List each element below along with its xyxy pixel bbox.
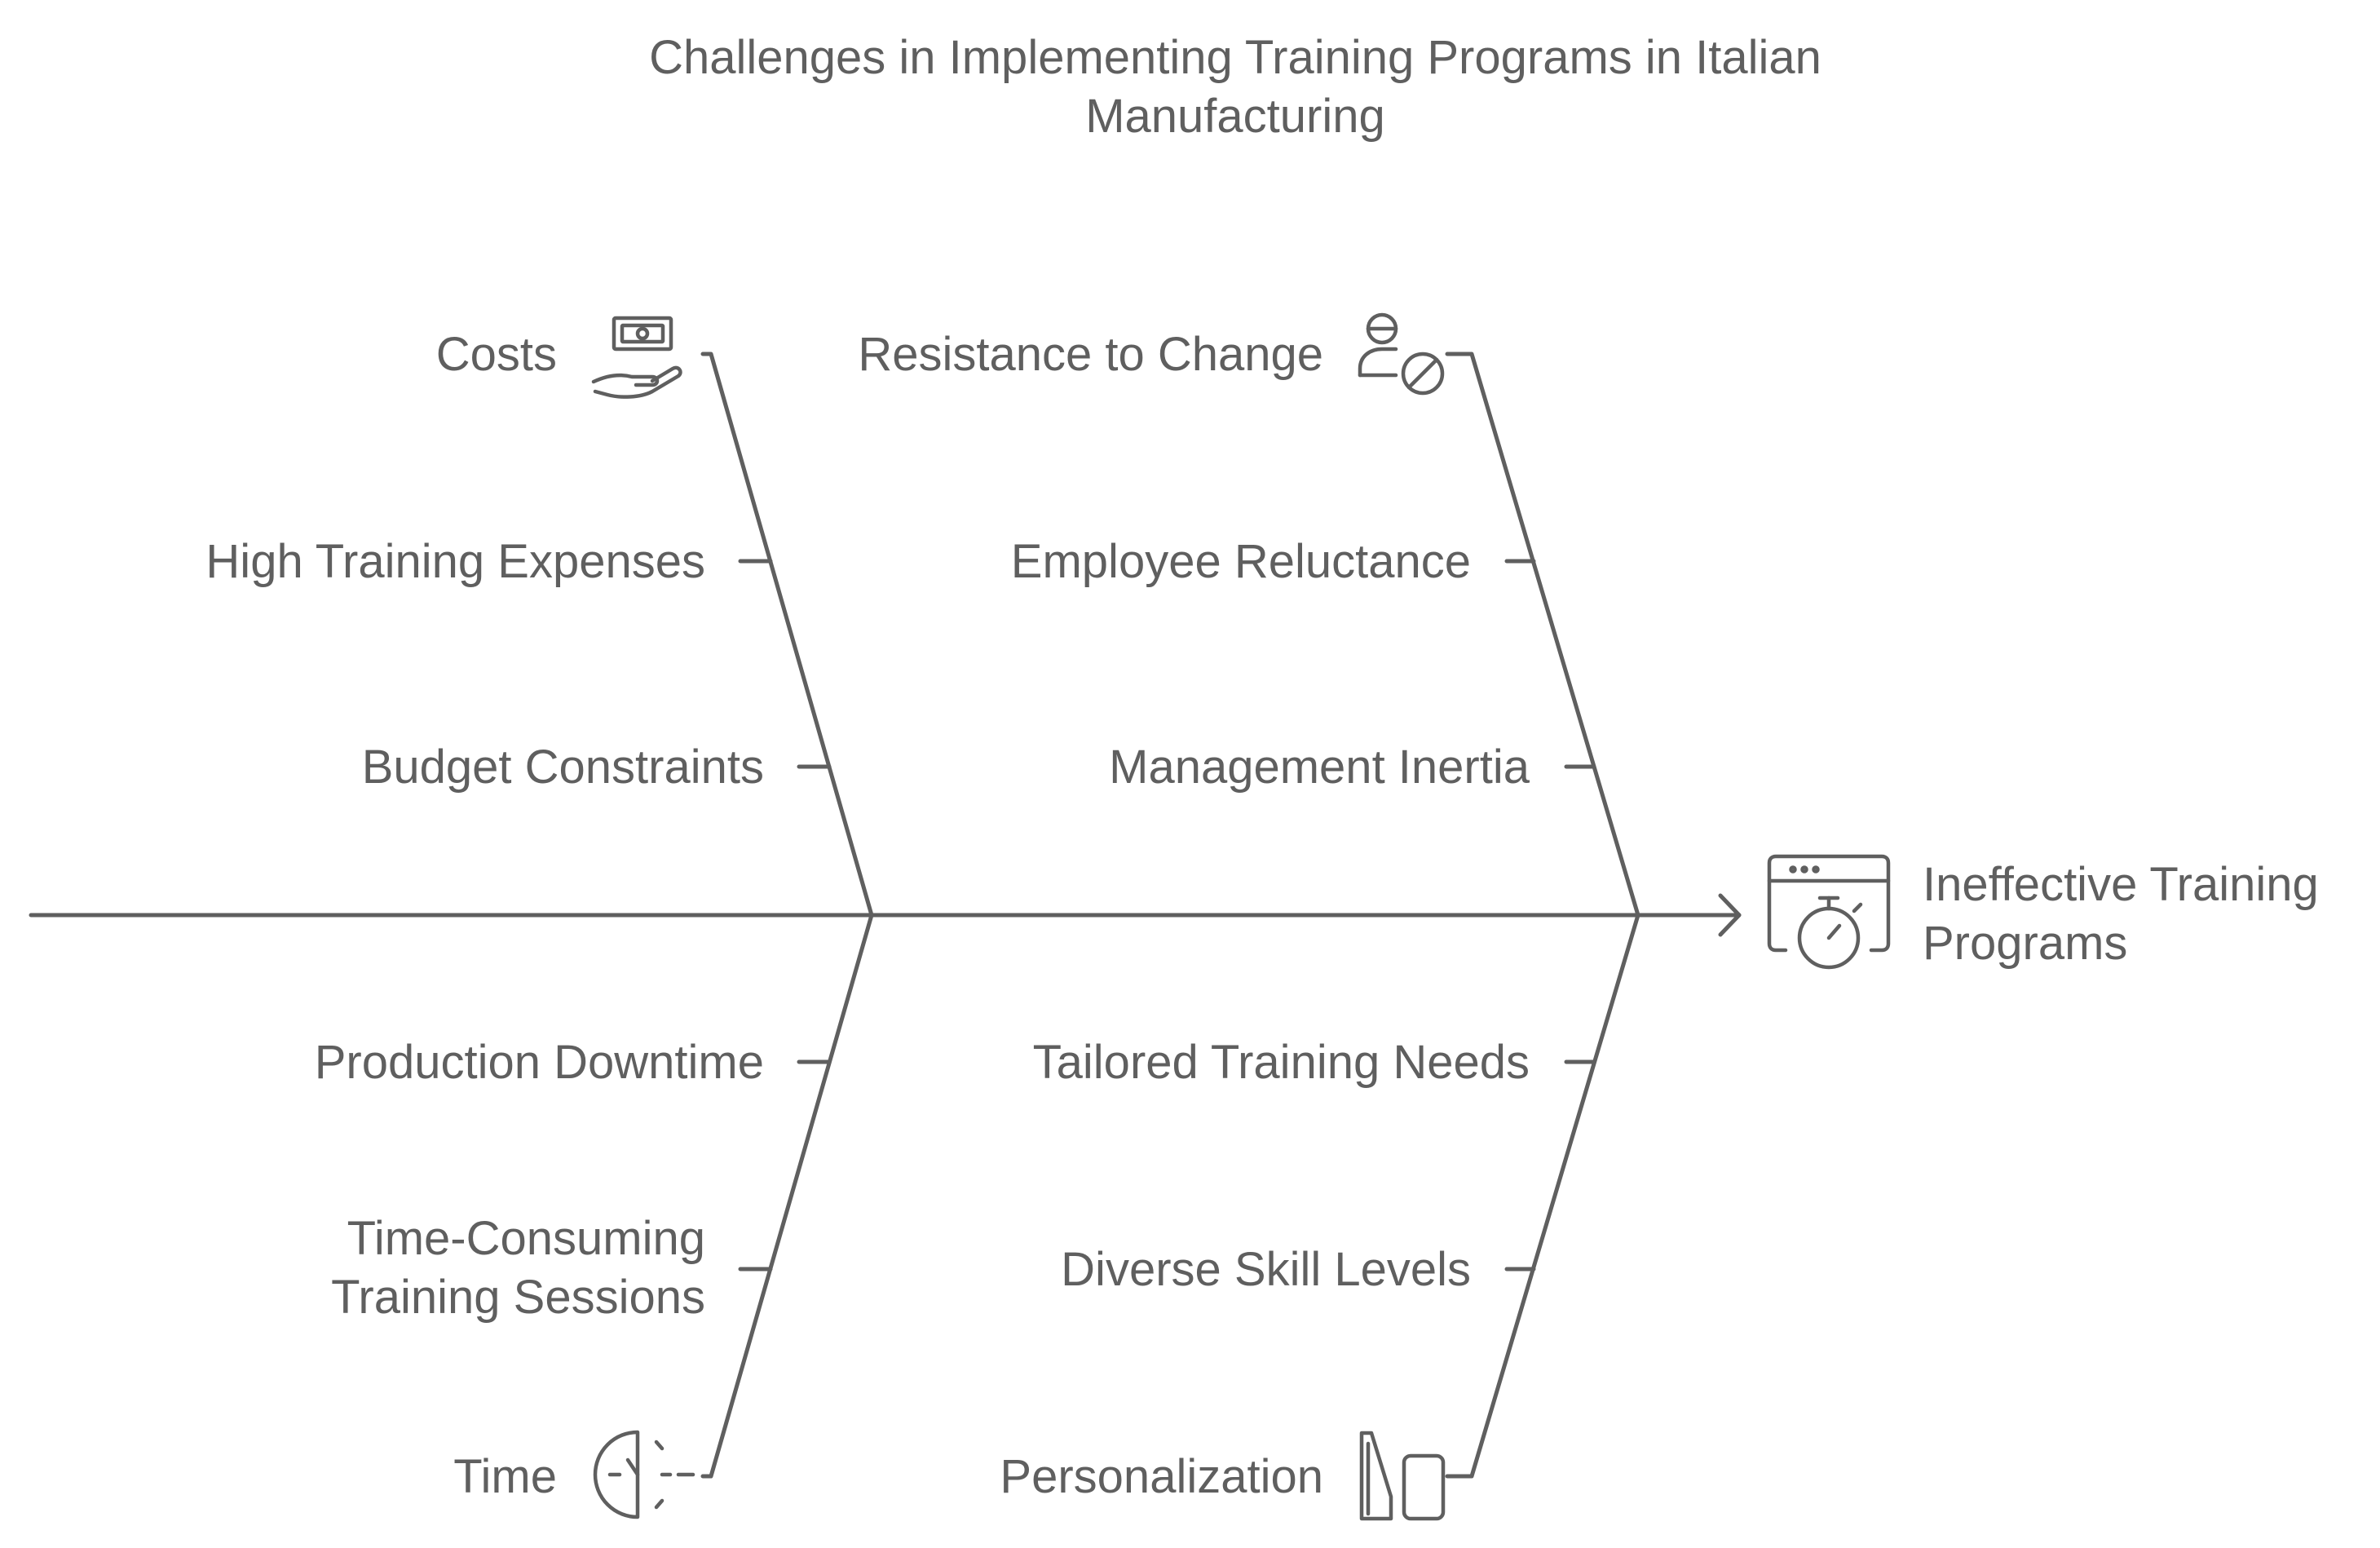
bone-costs xyxy=(700,352,874,918)
cause-management-inertia: Management Inertia xyxy=(1109,741,1530,794)
bone-resistance xyxy=(1445,352,1640,918)
money-hand-icon xyxy=(591,316,682,399)
devices-icon xyxy=(1359,1431,1446,1521)
effect-label-line2: Programs xyxy=(1923,917,2127,970)
spine-arrowhead xyxy=(1718,893,1742,937)
diagram-title-line2: Manufacturing xyxy=(1085,90,1385,143)
cause-employee-reluctance: Employee Reluctance xyxy=(1011,535,1471,588)
cause-budget-constraints: Budget Constraints xyxy=(362,741,764,794)
diagram-title-line1: Challenges in Implementing Training Prog… xyxy=(649,31,1821,84)
category-costs-label: Costs xyxy=(436,328,557,381)
cause-diverse-skill-levels: Diverse Skill Levels xyxy=(1061,1243,1471,1296)
cause-time-consuming-line2: Training Sessions xyxy=(331,1271,705,1324)
half-clock-icon xyxy=(593,1430,695,1519)
stopwatch-window-icon xyxy=(1767,854,1891,970)
bone-personalization xyxy=(1445,913,1640,1479)
cause-high-training-expenses: High Training Expenses xyxy=(205,535,705,588)
category-personalization-label: Personalization xyxy=(1000,1450,1323,1503)
category-resistance-label: Resistance to Change xyxy=(858,328,1323,381)
person-blocked-icon xyxy=(1358,312,1445,396)
cause-time-consuming-line1: Time-Consuming xyxy=(347,1212,705,1265)
category-time-label: Time xyxy=(453,1450,557,1503)
effect-label-line1: Ineffective Training xyxy=(1923,858,2319,911)
bone-time xyxy=(700,913,874,1479)
cause-production-downtime: Production Downtime xyxy=(315,1036,764,1089)
cause-tailored-training-needs: Tailored Training Needs xyxy=(1033,1036,1530,1089)
